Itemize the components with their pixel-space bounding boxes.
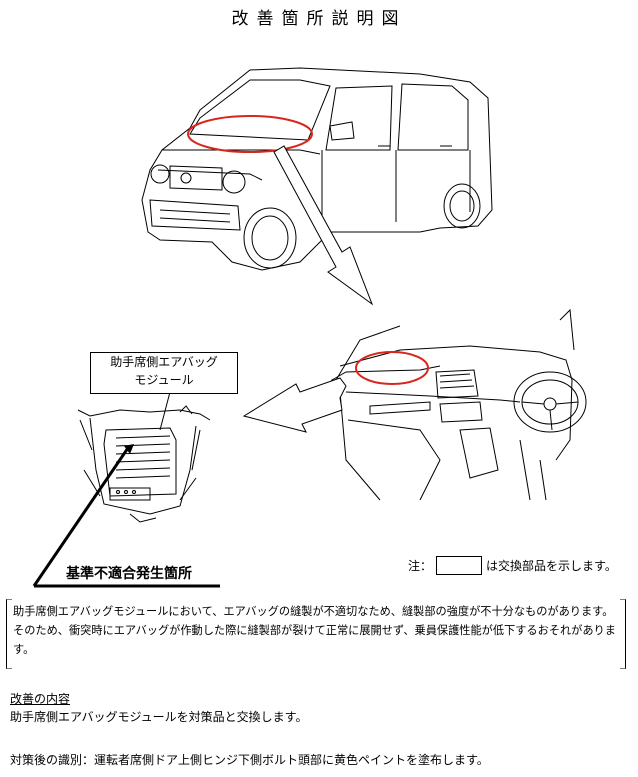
desc-corner-tl [6, 599, 12, 605]
label-leader-line [159, 391, 171, 431]
replacement-part-swatch [436, 556, 483, 575]
remedy-heading: 改善の内容 [10, 692, 71, 706]
defect-pointer-head [124, 444, 134, 454]
arrow-dashboard-to-module [242, 377, 347, 433]
arrow-car-to-dashboard [273, 145, 374, 306]
identification-text: 対策後の識別：運転者席側ドア上側ヒンジ下側ボルト頭部に黄色ペイントを塗布します。 [10, 753, 489, 767]
defect-pointer-line [32, 447, 130, 587]
note-suffix: は交換部品を示します。 [486, 559, 617, 573]
page-title: 改善箇所説明図 [231, 9, 407, 29]
airbag-module-label-box: 助手席側エアバッグ モジュール [90, 352, 238, 394]
legend-note: 注： は交換部品を示します。 [408, 556, 617, 575]
label-box-line2: モジュール [134, 373, 194, 387]
recall-illustration [32, 67, 587, 588]
defect-description-text: 助手席側エアバッグモジュールにおいて、エアバッグの縫製が不適切なため、縫製部の強… [13, 605, 616, 656]
defect-description-box: 助手席側エアバッグモジュールにおいて、エアバッグの縫製が不適切なため、縫製部の強… [6, 599, 626, 669]
dashboard-drawing [325, 308, 587, 501]
desc-corner-br [620, 663, 626, 669]
desc-corner-tr [620, 599, 626, 605]
label-box-line1: 助手席側エアバッグ [110, 355, 218, 369]
remedy-text: 助手席側エアバッグモジュールを対策品と交換します。 [10, 710, 308, 724]
defect-location-label: 基準不適合発生箇所 [66, 566, 192, 582]
car-exterior-drawing [141, 67, 493, 271]
desc-corner-bl [6, 663, 12, 669]
exterior-highlight-ellipse [187, 115, 313, 153]
note-prefix: 注： [408, 559, 433, 573]
airbag-module-drawing [77, 405, 211, 523]
dashboard-highlight-ellipse [355, 351, 429, 385]
